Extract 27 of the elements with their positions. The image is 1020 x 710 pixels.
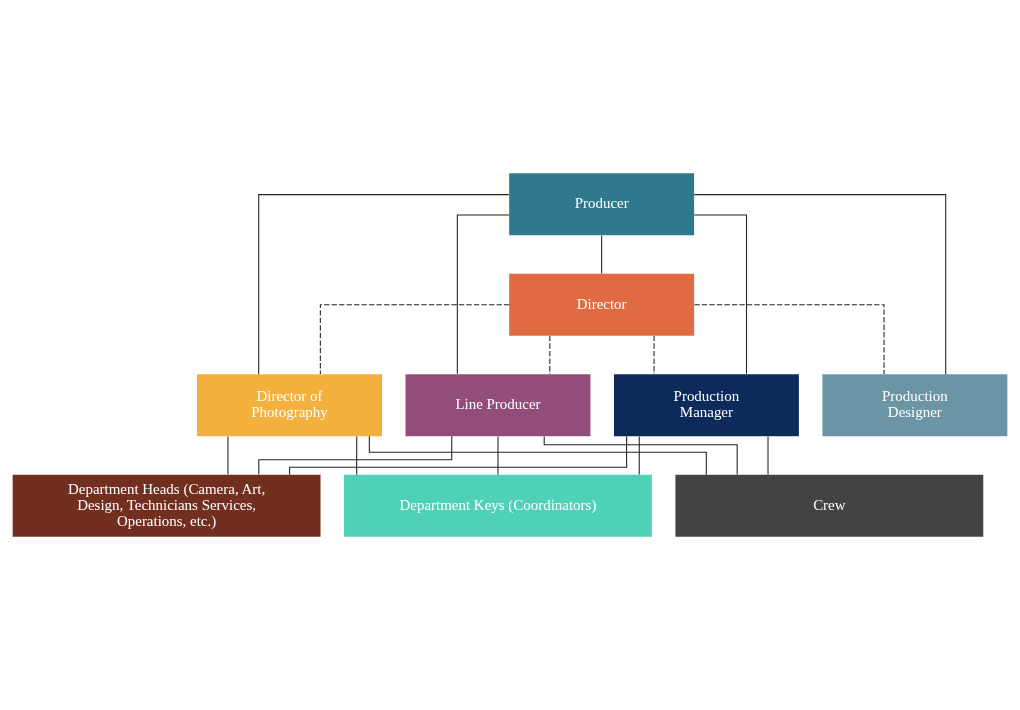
connector: [456, 214, 510, 375]
connector: [693, 214, 748, 375]
node-box: Crew: [675, 474, 984, 537]
node-box: Producer: [509, 173, 695, 236]
connector: [767, 435, 769, 476]
connector: [693, 304, 885, 375]
connector: [368, 435, 707, 476]
connector: [289, 435, 628, 476]
connector: [549, 335, 551, 375]
node-box: Department Keys (Coordinators): [344, 474, 652, 537]
node-box: Director: [509, 273, 695, 336]
connector: [356, 435, 358, 476]
connector: [601, 235, 603, 275]
node-box: Line Producer: [405, 374, 591, 437]
node-box: Director of Photography: [197, 374, 382, 437]
connector: [319, 304, 510, 375]
node-box: Production Manager: [613, 374, 799, 437]
connector: [258, 435, 453, 475]
node-box: Production Designer: [822, 374, 1008, 437]
connector: [693, 194, 947, 375]
connector: [543, 435, 738, 476]
connector: [653, 335, 655, 375]
connector: [258, 194, 510, 375]
connector: [497, 435, 499, 476]
connector: [227, 435, 229, 476]
connector: [638, 435, 640, 476]
node-box: Department Heads (Camera, Art, Design, Technicians Services, Operations, etc.): [12, 474, 321, 537]
